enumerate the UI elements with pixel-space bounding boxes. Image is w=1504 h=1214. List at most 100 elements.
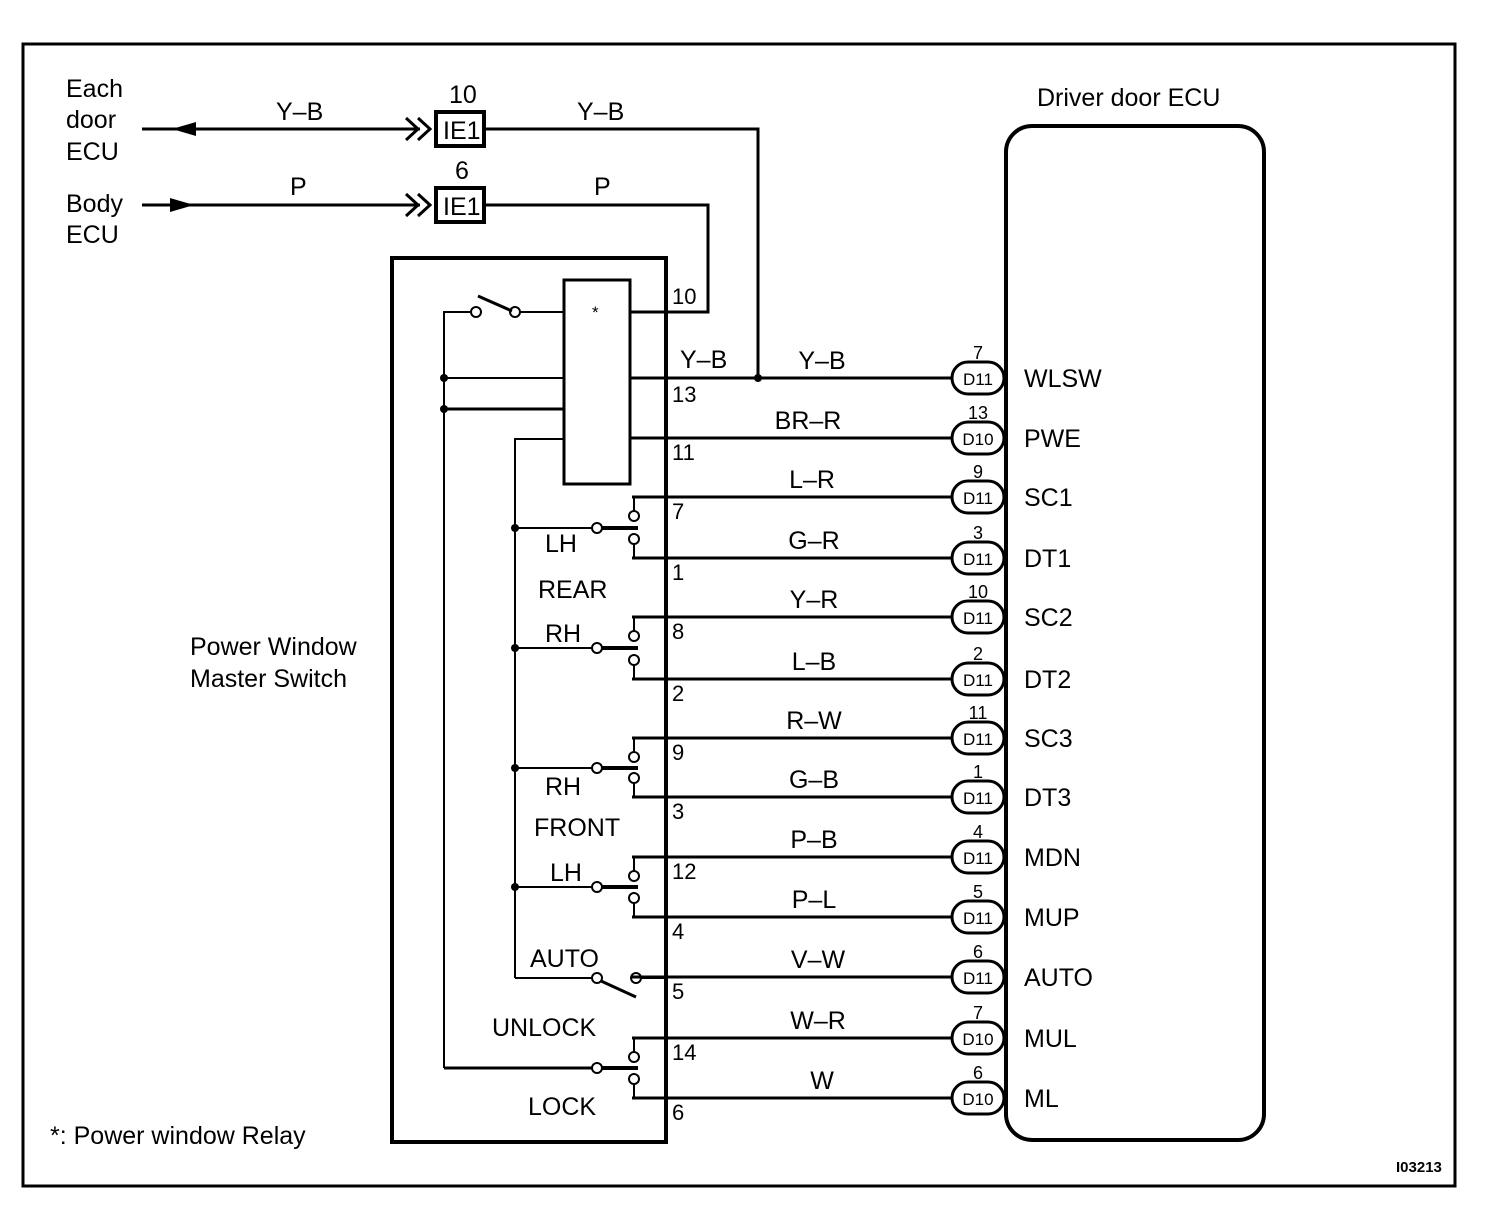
wire-color-label: W <box>810 1067 834 1095</box>
terminal-dt3: DT3 <box>1024 784 1071 812</box>
connector-label: D11 <box>963 969 993 988</box>
switch-pivot <box>591 881 603 893</box>
connector-d11 <box>950 899 1006 935</box>
ecu-housing <box>1004 124 1266 1142</box>
ecu-pin-number: 1 <box>973 762 983 782</box>
label-rear-lh: LH <box>545 530 577 558</box>
connector-d11 <box>950 779 1006 815</box>
wire-color-label: P <box>594 173 611 201</box>
junction-dot <box>754 374 762 382</box>
terminal-dt2: DT2 <box>1024 666 1071 694</box>
wire-color-label: W–R <box>790 1007 846 1035</box>
contact-lead <box>633 1084 666 1099</box>
contact-lead <box>633 665 666 680</box>
each-door-ecu-line-3: ECU <box>66 138 119 166</box>
figure-id: I03213 <box>1396 1159 1442 1176</box>
wire-color-label: Y–B <box>680 346 727 374</box>
wire-color-label: G–R <box>788 527 839 555</box>
diagram-frame <box>21 42 1457 1188</box>
connector-label: D11 <box>963 370 993 389</box>
connector-d11 <box>950 599 1006 635</box>
connector-label: D11 <box>963 730 993 749</box>
wire-body-ecu: P IE1 6 P <box>142 157 710 314</box>
connector-label: D11 <box>963 489 993 508</box>
contact-terminal <box>628 772 640 784</box>
wire-color-label: L–R <box>789 466 835 494</box>
terminal-pwe: PWE <box>1024 425 1081 453</box>
contact-lead <box>633 1037 666 1052</box>
connector-label: D11 <box>963 849 993 868</box>
two-way-switch <box>511 496 666 559</box>
label-rear-rh: RH <box>545 620 581 648</box>
wire-color-label: L–B <box>792 648 836 676</box>
body-ecu-line-1: Body <box>66 190 123 218</box>
ecu-pin-number: 4 <box>973 822 983 842</box>
driver-door-ecu: Driver door ECU <box>1004 84 1266 1142</box>
label-front: FRONT <box>534 814 620 842</box>
wire-color-label: BR–R <box>775 407 842 435</box>
terminal-wlsw: WLSW <box>1024 365 1102 393</box>
connector-chevron-icon <box>404 116 421 142</box>
wire-color-label: Y–B <box>276 98 323 126</box>
wire-color-label: P–L <box>792 886 837 914</box>
junction-dot <box>511 644 519 652</box>
ecu-pin-number: 13 <box>968 403 988 423</box>
switch-pin-6: 6 <box>672 1100 684 1125</box>
label-rear: REAR <box>538 576 607 604</box>
contact-lead <box>633 616 666 631</box>
switch-pin-9: 9 <box>672 740 684 765</box>
ecu-pin-number: 2 <box>973 644 983 664</box>
connector-label: D11 <box>963 609 993 628</box>
junction-dot <box>440 405 448 413</box>
junction-dot <box>511 524 519 532</box>
terminal-mup: MUP <box>1024 904 1080 932</box>
connector-label: D11 <box>963 671 993 690</box>
each-door-ecu-label: Each door ECU <box>66 75 123 166</box>
contact-lead <box>633 903 666 918</box>
contact-terminal <box>628 654 640 666</box>
arrow-left-icon <box>172 122 196 136</box>
wire-color-label: Y–B <box>577 98 624 126</box>
label-front-rh: RH <box>545 773 581 801</box>
connector-label: D10 <box>962 430 993 449</box>
wire-color-label: Y–R <box>790 586 839 614</box>
relay-asterisk: * <box>592 303 599 322</box>
each-door-ecu-line-2: door <box>66 106 116 134</box>
switch-pin-14: 14 <box>672 1040 696 1065</box>
contact-lead <box>633 544 666 559</box>
connector-label: D11 <box>963 789 993 808</box>
connector-d11 <box>950 479 1006 515</box>
connector-d11 <box>950 839 1006 875</box>
power-window-master-switch: Power Window Master Switch 10 * LH REAR … <box>190 256 696 1144</box>
wire-color-label: R–W <box>786 707 842 735</box>
switch-blade <box>600 979 637 999</box>
switch-pin-10: 10 <box>672 284 696 309</box>
connector-chevron-icon <box>416 192 433 218</box>
two-way-switch <box>511 616 666 680</box>
ecu-title: Driver door ECU <box>1037 84 1220 112</box>
connector-pin-label: 10 <box>449 81 477 109</box>
body-ecu-label: Body ECU <box>66 190 123 249</box>
terminal-mdn: MDN <box>1024 844 1081 872</box>
terminal-sc3: SC3 <box>1024 725 1073 753</box>
two-way-switch <box>511 737 666 798</box>
label-front-lh: LH <box>550 859 582 887</box>
contact-lead <box>633 856 666 871</box>
ecu-pin-number: 6 <box>973 1063 983 1083</box>
power-window-relay <box>562 278 632 486</box>
switch-pin-7: 7 <box>672 499 684 524</box>
ecu-pin-number: 7 <box>973 1003 983 1023</box>
connector-label: D11 <box>963 550 993 569</box>
switch-pivot <box>591 642 603 654</box>
switch-pin-11: 11 <box>672 440 695 465</box>
connector-chevron-icon <box>404 192 421 218</box>
